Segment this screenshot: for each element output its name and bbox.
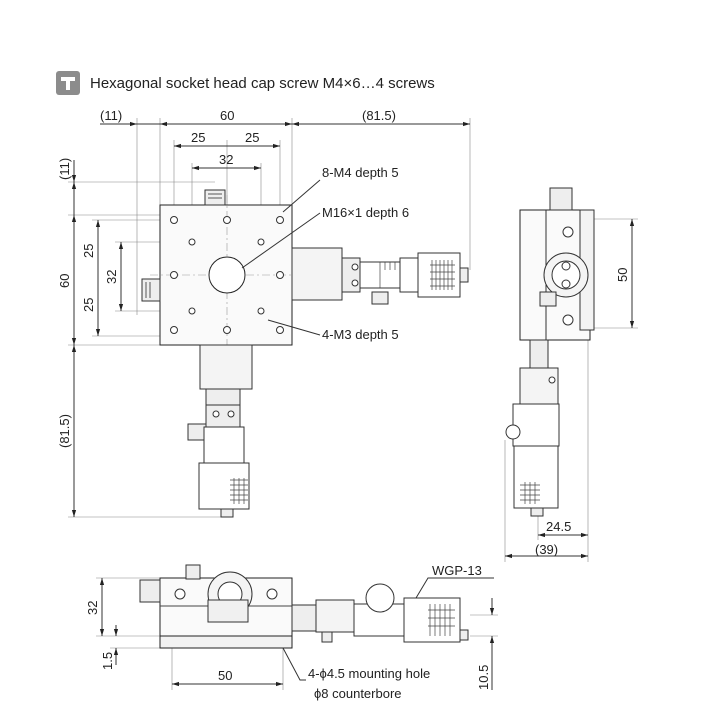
dim-width: 60 [220, 108, 234, 123]
dim-left-overhang: (11) [100, 108, 122, 123]
dim-front-right-offset: 10.5 [476, 665, 491, 690]
callout-m4: 8-M4 depth 5 [322, 165, 399, 180]
side-view [504, 187, 638, 562]
callout-m16: M16×1 depth 6 [322, 205, 409, 220]
callout-mounting-hole: 4-ϕ4.5 mounting hole [308, 666, 430, 681]
dim-top-offset: (11) [57, 158, 72, 180]
dim-vspan-inner: 32 [104, 270, 119, 284]
dim-hole-span-right: 25 [245, 130, 259, 145]
dim-vspan-lower: 25 [81, 298, 96, 312]
dim-right-overhang: (81.5) [362, 108, 396, 123]
header-title: Hexagonal socket head cap screw M4×6…4 s… [90, 74, 435, 92]
top-view [68, 118, 471, 518]
dim-inner-span: 32 [219, 152, 233, 167]
hex-screw-icon [56, 71, 80, 95]
dim-vspan-upper: 25 [81, 244, 96, 258]
dim-bottom-overhang: (81.5) [57, 414, 72, 448]
dim-front-hole-span: 50 [218, 668, 232, 683]
dim-height: 60 [57, 274, 72, 288]
side-view-dims: 50 24.5 (39) [535, 268, 630, 557]
dim-hole-span-left: 25 [191, 130, 205, 145]
callout-m3: 4-M3 depth 5 [322, 327, 399, 342]
dim-side-offset: 24.5 [546, 519, 571, 534]
callout-counterbore: ϕ8 counterbore [314, 686, 402, 701]
front-view-dims: WGP-13 32 1.5 50 10.5 4-ϕ4.5 mounting ho… [85, 563, 491, 701]
dim-side-overall: (39) [535, 542, 558, 557]
model-label: WGP-13 [432, 563, 482, 578]
header: Hexagonal socket head cap screw M4×6…4 s… [56, 70, 435, 96]
dim-front-base: 1.5 [100, 652, 115, 670]
dim-front-height: 32 [85, 601, 100, 615]
dim-side-height: 50 [615, 268, 630, 282]
top-view-dims: (11) 60 (81.5) 25 25 32 (11) 60 25 25 32… [57, 108, 409, 448]
front-view [96, 564, 498, 690]
